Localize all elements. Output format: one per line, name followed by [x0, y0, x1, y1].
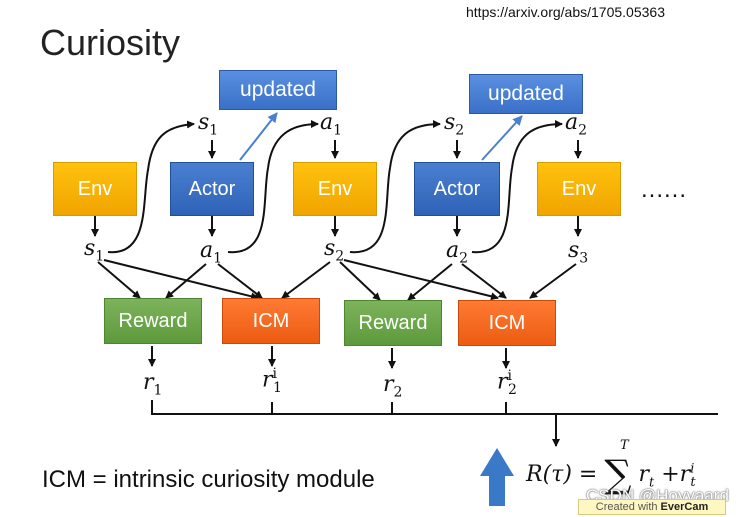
var-r1: r1 — [143, 370, 163, 399]
sum-bracket — [151, 400, 718, 415]
var-s2-top: s2 — [444, 110, 465, 139]
arrow-actor1-updated1 — [239, 112, 278, 161]
var-a1: a1 — [200, 238, 223, 267]
source-url: https://arxiv.org/abs/1705.05363 — [466, 4, 665, 20]
reward-box-2: Reward — [344, 300, 442, 346]
env-box-3: Env — [537, 162, 621, 216]
curve-s2-s2top — [349, 120, 441, 254]
arrow-s3-icm2 — [529, 263, 577, 299]
var-s1: s1 — [84, 236, 105, 265]
updated-box-2: updated — [469, 74, 583, 114]
arrow-s1-icm1 — [103, 259, 259, 301]
var-r2: r2 — [383, 372, 403, 401]
actor-box-1: Actor — [170, 162, 254, 216]
arrow-actor2-updated2 — [481, 115, 523, 161]
var-s3: s3 — [568, 238, 589, 267]
actor-box-2: Actor — [414, 162, 500, 216]
curve-a1-a1top — [227, 120, 319, 254]
arrow-s1-reward1 — [97, 261, 141, 299]
var-s2: s2 — [324, 236, 345, 265]
page-title: Curiosity — [40, 22, 181, 63]
arrow-a1-icm1 — [217, 263, 263, 299]
arrow-a2-icm2 — [461, 263, 507, 299]
icm-box-1: ICM — [222, 298, 320, 344]
updated-box-1: updated — [219, 70, 337, 110]
return-formula: R(τ) = ∑ T rt +rit — [526, 438, 696, 496]
icm-caption: ICM = intrinsic curiosity module — [42, 466, 375, 493]
ellipsis: ...... — [641, 176, 688, 203]
env-box-1: Env — [53, 162, 137, 216]
var-a2: a2 — [446, 238, 469, 267]
up-arrow-icon — [480, 448, 514, 506]
var-a1-top: a1 — [320, 110, 343, 139]
curve-a2-a2top — [471, 120, 563, 254]
env-box-2: Env — [293, 162, 377, 216]
arrow-s2-icm2 — [343, 259, 499, 301]
reward-box-1: Reward — [104, 298, 202, 344]
var-r2i: ri2 — [497, 368, 517, 398]
curve-s1-s1top — [107, 120, 195, 254]
var-a2-top: a2 — [565, 110, 588, 139]
var-r1i: ri1 — [262, 366, 282, 396]
arrow-s2-icm1 — [281, 261, 331, 299]
var-s1-top: s1 — [198, 110, 219, 139]
icm-box-2: ICM — [458, 300, 556, 346]
arrow-s2-reward2 — [339, 261, 381, 301]
